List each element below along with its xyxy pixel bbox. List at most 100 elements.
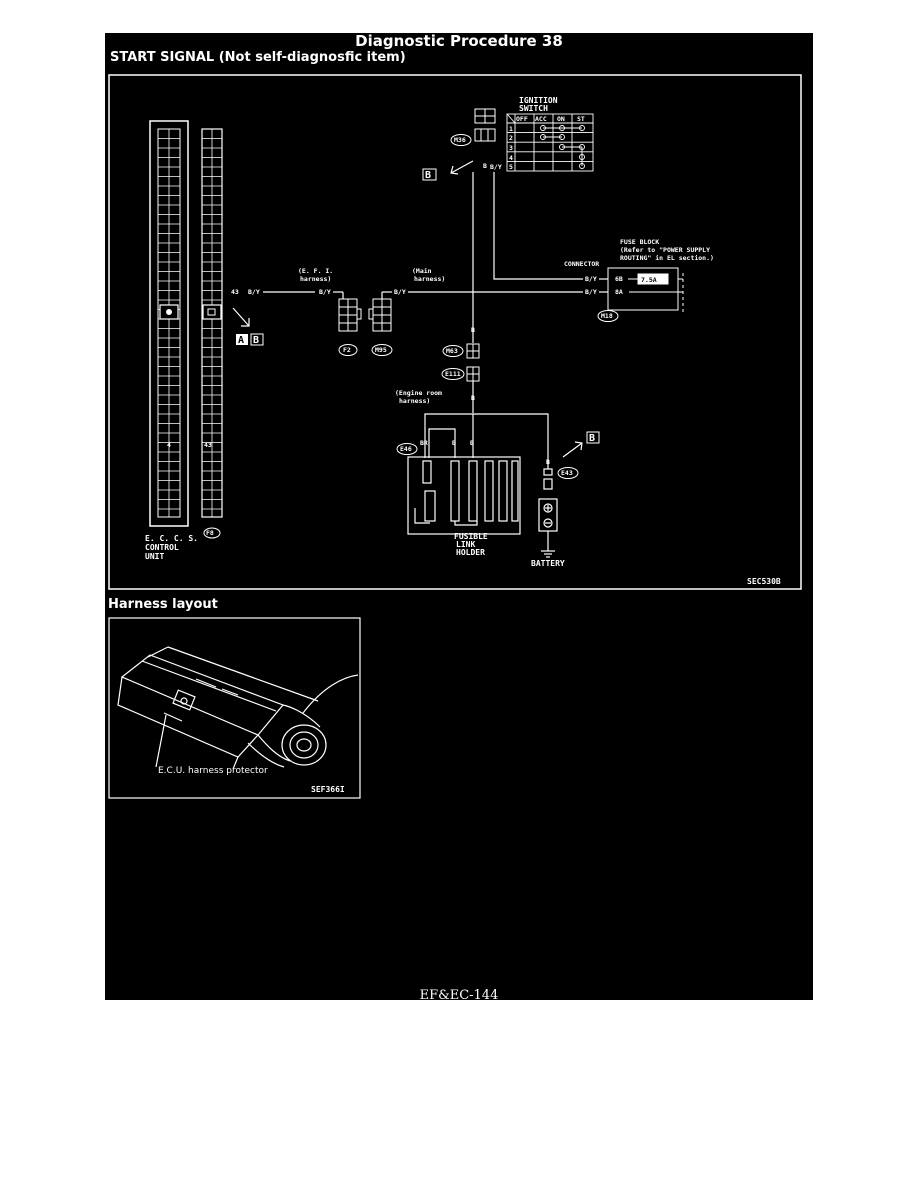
connector-e43-label: E43 [561, 469, 573, 477]
wire-by-label-3: B/Y [394, 288, 406, 296]
arrow-to-b-top [450, 160, 474, 175]
ecu-connector-right [201, 128, 223, 518]
box-b-battery-label: B [589, 433, 595, 444]
battery [538, 468, 558, 558]
ign-row-2: 2 [509, 134, 513, 142]
ign-col-acc: ACC [535, 115, 547, 123]
main-harness-line2: harness) [414, 275, 445, 283]
ign-col-st: ST [577, 115, 585, 123]
wire-b-label-1: B [483, 162, 487, 170]
ign-wire-to-6b [493, 172, 583, 280]
wire-by-label-4: B/Y [585, 288, 597, 296]
connector-m63 [466, 343, 480, 359]
wire-br-label: BR [420, 439, 428, 447]
box-b-battery [586, 431, 600, 444]
connector-m95 [368, 298, 392, 332]
efi-harness-line1: (E. F. I. [298, 267, 333, 275]
connector-f2-label: F2 [343, 346, 351, 354]
fuse-block-line2: (Refer to "POWER SUPPLY [620, 246, 710, 254]
diagram-code: SEC530B [747, 577, 781, 586]
fuse-8a-label: 8A [615, 288, 623, 296]
fuse-amp-label: 7.5A [641, 276, 657, 284]
box-b-label: B [253, 335, 259, 346]
ecu-pin-4: 4 [167, 441, 171, 449]
fusible-line3: HOLDER [456, 548, 485, 557]
page-subtitle: START SIGNAL (Not self-diagnosfic item) [110, 50, 406, 65]
connector-m36 [474, 108, 496, 142]
box-a-label: A [238, 335, 244, 346]
connector-e111-label: E111 [445, 370, 461, 378]
fuse-block [607, 267, 684, 314]
wire-by-label-2: B/Y [319, 288, 331, 296]
ecu-pin-43: 43 [204, 441, 212, 449]
fusible-line1: FUSIBLE [454, 532, 488, 541]
wire-b-label-4: B [452, 439, 456, 447]
wire-by-label-6: B/Y [585, 275, 597, 283]
ignition-switch-table [506, 113, 594, 172]
engine-room-line2: harness) [399, 397, 430, 405]
connector-e46-badge [396, 443, 418, 455]
fusible-wiring [424, 413, 549, 469]
ign-col-on: ON [557, 115, 565, 123]
battery-label: BATTERY [531, 559, 565, 568]
connector-m63-label: M63 [446, 347, 458, 355]
ign-row-5: 5 [509, 163, 513, 171]
connector-m95-badge [371, 344, 393, 356]
connector-e111-badge [441, 368, 465, 380]
connector-f2 [338, 298, 362, 332]
page-number: EF&EC-144 [419, 988, 499, 1000]
wire-b-label-3: B [471, 394, 475, 402]
ign-switch-title2: SWITCH [519, 104, 548, 113]
connector-m36-badge [450, 134, 472, 146]
wire-b-label-6: B [546, 458, 550, 466]
harness-layout-figure: E.C.U. harness protector SEF366I [108, 617, 361, 799]
connector-m18-label: M18 [601, 312, 613, 320]
connector-f2-badge [338, 344, 358, 356]
ign-row-1: 1 [509, 125, 513, 133]
box-b [250, 333, 264, 346]
wire-by-label-5: B/Y [490, 163, 502, 171]
connector-e111 [466, 366, 480, 382]
ign-row-4: 4 [509, 154, 513, 162]
harness-layout-title: Harness layout [108, 597, 218, 612]
fuse-6b-label: 6B [615, 275, 623, 283]
box-b-top [422, 168, 437, 181]
connector-m63-badge [442, 345, 464, 357]
ecu-label-line1: E. C. C. S. [145, 534, 198, 543]
wiring-diagram: 4 43 F8 E. C. C. S. CONTROL UNIT A B 43 … [108, 74, 802, 590]
connector-m18-badge [597, 310, 619, 322]
efi-harness-line2: harness) [300, 275, 331, 283]
connector-e43-badge [557, 467, 579, 479]
ign-row-3: 3 [509, 144, 513, 152]
main-harness-line1: (Main [412, 267, 432, 275]
connector-label: CONNECTOR [564, 260, 599, 268]
fusible-link-holder [407, 456, 521, 535]
fuse-block-line1: FUSE BLOCK [620, 238, 659, 246]
ecu-connector-left [149, 120, 189, 527]
box-b-top-label: B [425, 170, 431, 181]
wire-b-label-5: B [470, 439, 474, 447]
fusible-line2: LINK [456, 540, 475, 549]
ign-col-off: OFF [516, 115, 528, 123]
connector-m95-label: M95 [375, 346, 387, 354]
box-a [236, 334, 248, 345]
manual-page: Diagnostic Procedure 38 START SIGNAL (No… [105, 33, 813, 1000]
ecu-label-line3: UNIT [145, 552, 164, 561]
diagram-frame [108, 74, 802, 590]
arrow-to-b-battery [562, 441, 583, 458]
ign-switch-title1: IGNITION [519, 96, 558, 105]
connector-f8-badge [203, 527, 221, 539]
connector-m36-label: M36 [454, 136, 466, 144]
fuse-block-line3: ROUTING" in EL section.) [620, 254, 714, 262]
connector-e46-label: E46 [400, 445, 412, 453]
wire-b-label-2: B [471, 326, 475, 334]
wire-43-label: 43 [231, 288, 239, 296]
wire-by-label-1: B/Y [248, 288, 260, 296]
harness-layout-code: SEF366I [311, 785, 345, 794]
engine-room-line1: (Engine room [395, 389, 442, 397]
page-title: Diagnostic Procedure 38 [355, 33, 563, 50]
harness-protector-drawing [117, 646, 359, 770]
arrow-to-ab [232, 307, 250, 327]
harness-protector-callout: E.C.U. harness protector [158, 766, 268, 776]
ecu-label-line2: CONTROL [145, 543, 179, 552]
